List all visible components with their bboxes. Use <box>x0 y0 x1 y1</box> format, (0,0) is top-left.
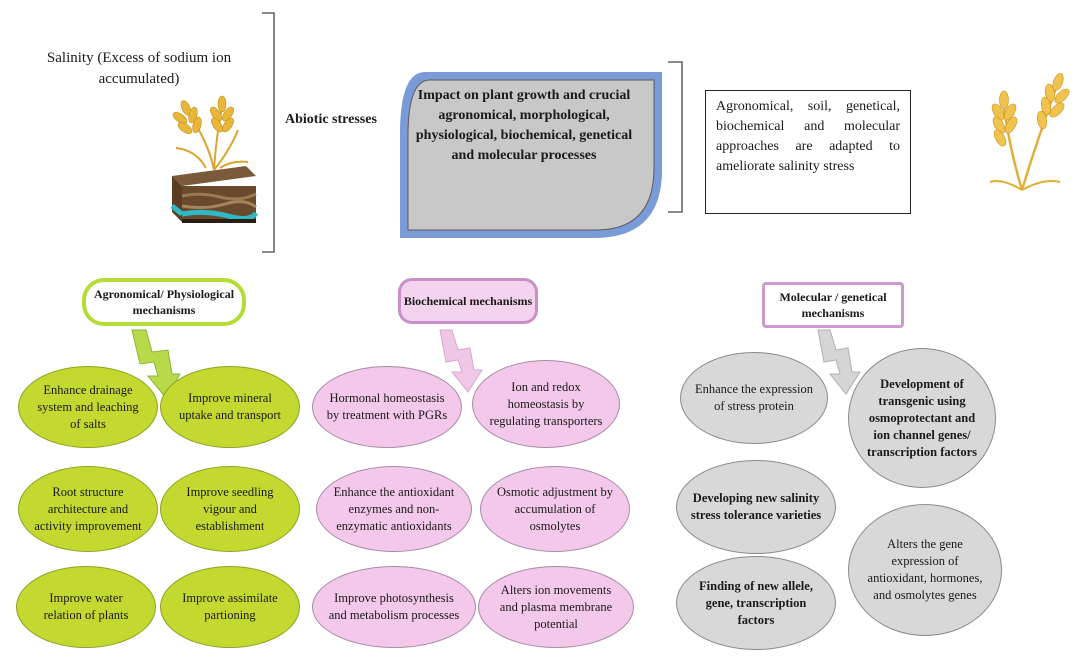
agronomical-item: Improve assimilate partioning <box>160 566 300 648</box>
salinity-label: Salinity (Excess of sodium ion accumulat… <box>46 50 232 87</box>
biochemical-item: Improve photosynthesis and metabolism pr… <box>312 566 476 648</box>
molecular-arrow <box>817 329 861 395</box>
molecular-item: Alters the gene expression of antioxidan… <box>848 504 1002 636</box>
biochemical-item: Osmotic adjustment by accumulation of os… <box>480 466 630 552</box>
biochemical-arrow <box>439 329 483 393</box>
impact-label: Impact on plant growth and crucial agron… <box>415 88 633 163</box>
wheat-icon-left <box>172 95 249 171</box>
molecular-item: Finding of new allele, gene, transcripti… <box>676 556 836 650</box>
abiotic-stresses-label: Abiotic stresses <box>285 112 377 127</box>
biochemical-item: Alters ion movements and plasma membrane… <box>478 566 634 648</box>
wheat-icon-right <box>989 73 1070 191</box>
biochemical-item: Hormonal homeostasis by treatment with P… <box>312 366 462 448</box>
right-bracket <box>668 61 683 213</box>
agronomical-item: Enhance drainage system and leaching of … <box>18 366 158 448</box>
biochemical-item: Ion and redox homeostasis by regulating … <box>472 360 620 448</box>
agronomical-item: Improve mineral uptake and transport <box>160 366 300 448</box>
molecular-item: Development of transgenic using osmoprot… <box>848 348 996 488</box>
left-bracket <box>262 12 275 253</box>
molecular-item: Developing new salinity stress tolerance… <box>676 460 836 554</box>
approaches-box: Agronomical, soil, genetical, biochemica… <box>705 90 911 214</box>
biochemical-item: Enhance the antioxidant enzymes and non-… <box>316 466 472 552</box>
molecular-item: Enhance the expression of stress protein <box>680 352 828 444</box>
molecular-header: Molecular / genetical mechanisms <box>762 282 904 328</box>
soil-icon <box>170 166 259 223</box>
impact-shape <box>400 72 662 238</box>
agronomical-item: Improve seedling vigour and establishmen… <box>160 466 300 552</box>
agronomical-item: Root structure architecture and activity… <box>18 466 158 552</box>
agronomical-header: Agronomical/ Physiological mechanisms <box>82 278 246 326</box>
agronomical-item: Improve water relation of plants <box>16 566 156 648</box>
biochemical-header: Biochemical mechanisms <box>398 278 538 324</box>
